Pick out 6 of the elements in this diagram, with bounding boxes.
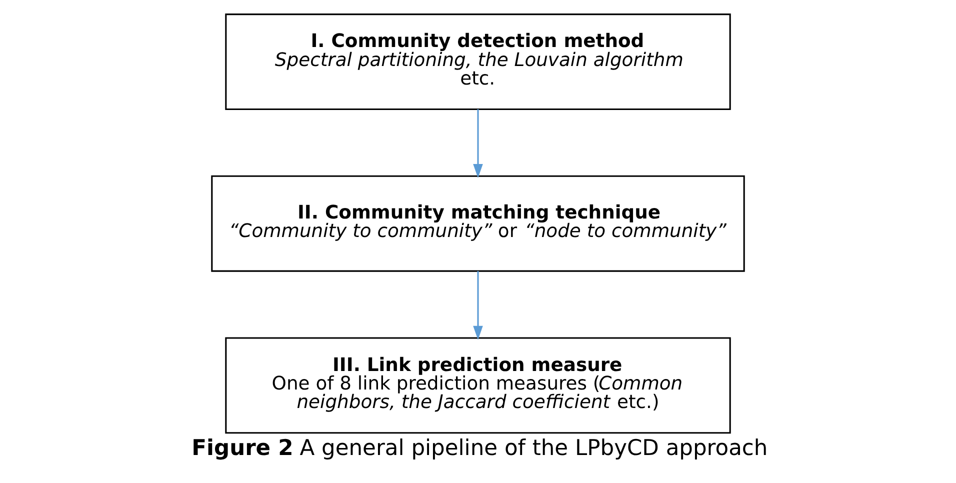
- node-box: II. Community matching technique “Community to community” or “node to community”: [211, 175, 745, 272]
- node-box: III. Link prediction measure One of 8 link prediction measures (Common neighbors, the Jaccard coefficient etc.): [225, 337, 731, 434]
- arrow: [473, 271, 483, 340]
- caption: Figure 2 A general pipeline of the LPbyCD approach: [192, 436, 768, 461]
- arrow: [473, 109, 483, 178]
- node-box: I. Community detection method Spectral partitioning, the Louvain algorithm etc.: [225, 14, 731, 110]
